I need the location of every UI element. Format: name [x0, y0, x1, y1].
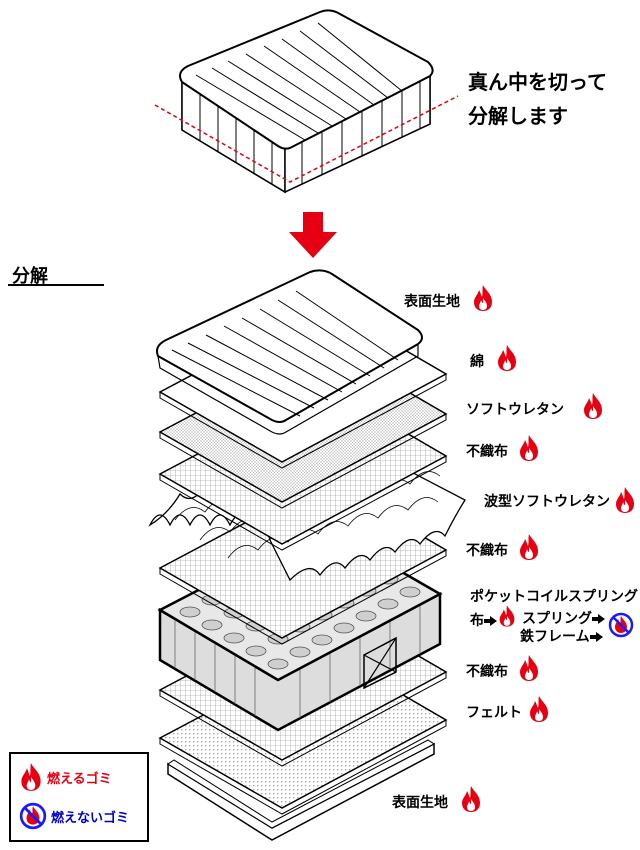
section-title-underline [8, 284, 104, 286]
flame-icon [520, 655, 538, 681]
arrow-icon [589, 635, 598, 639]
legend-burnable-label: 燃えるゴミ [47, 771, 112, 787]
no-burn-icon [19, 802, 47, 830]
layer-label-cotton: 綿 [470, 354, 484, 370]
layer-bottom-fabric [167, 739, 435, 841]
legend-box: 燃えるゴミ 燃えないゴミ [9, 752, 149, 842]
flame-icon [499, 605, 515, 627]
layer-label-top-fabric: 表面生地 [404, 294, 460, 310]
layer-top-fabric [156, 269, 423, 435]
whole-mattress [154, 9, 459, 194]
flame-icon [530, 696, 548, 722]
arrow-head-icon [490, 616, 497, 626]
layer-label-felt: フェルト [466, 705, 522, 721]
spring-part-cloth: 布 [470, 614, 497, 628]
layer-label-wave-urethane: 波型ソフトウレタン [484, 494, 610, 510]
arrow-icon [484, 619, 492, 623]
legend-non-burnable: 燃えないゴミ [19, 802, 129, 830]
no-burn-icon [608, 612, 634, 638]
flame-icon [520, 435, 538, 461]
flame-icon [616, 487, 634, 513]
arrow-icon [592, 617, 600, 621]
down-arrow [289, 212, 337, 258]
legend-non-burnable-label: 燃えないゴミ [51, 810, 130, 826]
flame-icon [584, 393, 602, 419]
arrow-head-icon [598, 614, 605, 624]
layer-label-nonwoven-2: 不織布 [466, 543, 508, 559]
flame-icon [462, 786, 480, 812]
layer-label-soft-urethane: ソフトウレタン [466, 402, 564, 418]
spring-part-spring: スプリング [522, 612, 605, 626]
layer-label-nonwoven-1: 不織布 [466, 444, 508, 460]
layer-label-nonwoven-3: 不織布 [466, 664, 508, 680]
layer-label-bottom-fabric: 表面生地 [392, 795, 448, 811]
layer-label-pocket-coil: ポケットコイルスプリング [470, 589, 638, 605]
section-title: 分解 [12, 266, 48, 287]
instruction-line-2: 分解します [468, 104, 568, 128]
spring-part-frame: 鉄フレーム [520, 630, 603, 644]
flame-icon [474, 285, 492, 311]
spring-part-spring-label: スプリング [522, 611, 592, 627]
flame-icon [21, 763, 41, 791]
legend-burnable: 燃えるゴミ [19, 762, 112, 792]
arrow-head-icon [595, 632, 603, 642]
spring-part-frame-label: 鉄フレーム [520, 629, 590, 645]
flame-icon [520, 534, 538, 560]
instruction-line-1: 真ん中を切って [468, 70, 607, 94]
flame-icon [498, 345, 516, 371]
spring-part-cloth-label: 布 [470, 613, 484, 629]
